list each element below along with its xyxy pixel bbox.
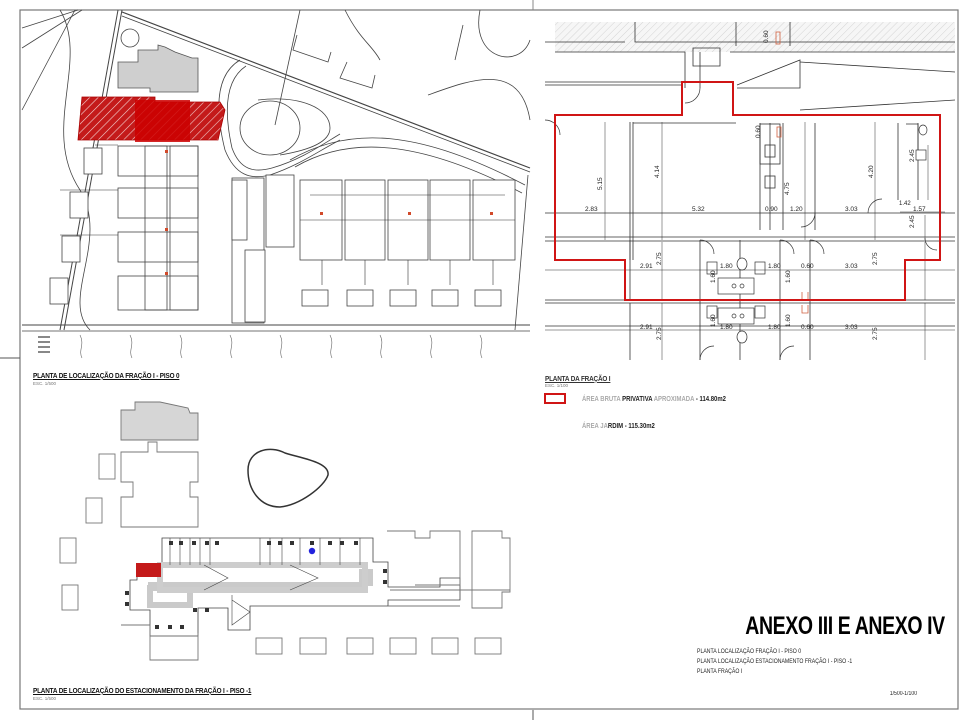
- svg-text:1.60: 1.60: [710, 270, 717, 283]
- svg-text:3.03: 3.03: [845, 206, 858, 213]
- drawing-list-item: PLANTA LOCALIZAÇÃO FRAÇÃO I - PISO 0: [697, 648, 802, 655]
- drawing-list: PLANTA LOCALIZAÇÃO FRAÇÃO I - PISO 0 PLA…: [697, 647, 886, 677]
- legend-area-swatch: [544, 393, 566, 404]
- svg-text:2.91: 2.91: [640, 263, 653, 270]
- sheet-title: ANEXO III E ANEXO IV: [745, 612, 945, 640]
- svg-text:4.14: 4.14: [654, 165, 661, 178]
- site-plan-floor0-title: PLANTA DE LOCALIZAÇÃO DA FRAÇÃO I - PISO…: [33, 371, 180, 380]
- parking-plan-title: PLANTA DE LOCALIZAÇÃO DO ESTACIONAMENTO …: [33, 686, 252, 695]
- svg-text:1.42: 1.42: [899, 201, 911, 207]
- svg-text:2.45: 2.45: [909, 149, 916, 162]
- parking-plan-scale: ESC. 1/500: [33, 696, 57, 701]
- svg-text:0.90: 0.90: [765, 206, 778, 213]
- svg-text:4.75: 4.75: [784, 182, 791, 195]
- scale-ratio: 1/500-1/100: [889, 691, 917, 697]
- site-plan-floor0-scale: ESC. 1/500: [33, 381, 57, 386]
- svg-text:1.60: 1.60: [710, 314, 717, 327]
- svg-text:1.80: 1.80: [720, 324, 733, 331]
- unit-plan-scale: ESC. 1/100: [545, 383, 569, 388]
- svg-text:1.80: 1.80: [768, 263, 781, 270]
- svg-text:5.32: 5.32: [692, 206, 705, 213]
- svg-text:2.75: 2.75: [656, 327, 663, 340]
- unit-plan-title: PLANTA DA FRAÇÃO I: [545, 374, 611, 383]
- legend-garden-area: ÁREA JARDIM - 115.30m2: [582, 423, 655, 430]
- svg-text:3.03: 3.03: [845, 263, 858, 270]
- svg-text:2.45: 2.45: [909, 215, 916, 228]
- svg-text:1.60: 1.60: [785, 270, 792, 283]
- drawing-list-item: PLANTA LOCALIZAÇÃO ESTACIONAMENTO FRAÇÃO…: [697, 658, 853, 665]
- svg-text:1.57: 1.57: [913, 206, 926, 213]
- svg-text:1.80: 1.80: [720, 263, 733, 270]
- svg-text:2.75: 2.75: [872, 327, 879, 340]
- svg-text:1.20: 1.20: [790, 206, 803, 213]
- svg-text:1.80: 1.80: [768, 324, 781, 331]
- svg-text:2.91: 2.91: [640, 324, 653, 331]
- drawing-list-item: PLANTA FRAÇÃO I: [697, 668, 743, 675]
- svg-text:4.20: 4.20: [868, 165, 875, 178]
- svg-text:3.03: 3.03: [845, 324, 858, 331]
- svg-text:0.60: 0.60: [763, 30, 770, 43]
- unit-outline: [554, 81, 941, 301]
- svg-text:5.15: 5.15: [597, 177, 604, 190]
- svg-text:0.60: 0.60: [801, 263, 814, 270]
- fraction-parking-spot: [136, 563, 161, 577]
- dim-left-room-width: 2.83: [585, 206, 598, 213]
- location-marker-icon: [308, 547, 316, 555]
- legend-gross-area: ÁREA BRUTA PRIVATIVA APROXIMADA - 114.80…: [582, 396, 726, 403]
- svg-text:2.75: 2.75: [656, 252, 663, 265]
- svg-text:2.75: 2.75: [872, 252, 879, 265]
- svg-text:1.60: 1.60: [785, 314, 792, 327]
- svg-text:0.60: 0.60: [755, 125, 762, 138]
- svg-text:0.60: 0.60: [801, 324, 814, 331]
